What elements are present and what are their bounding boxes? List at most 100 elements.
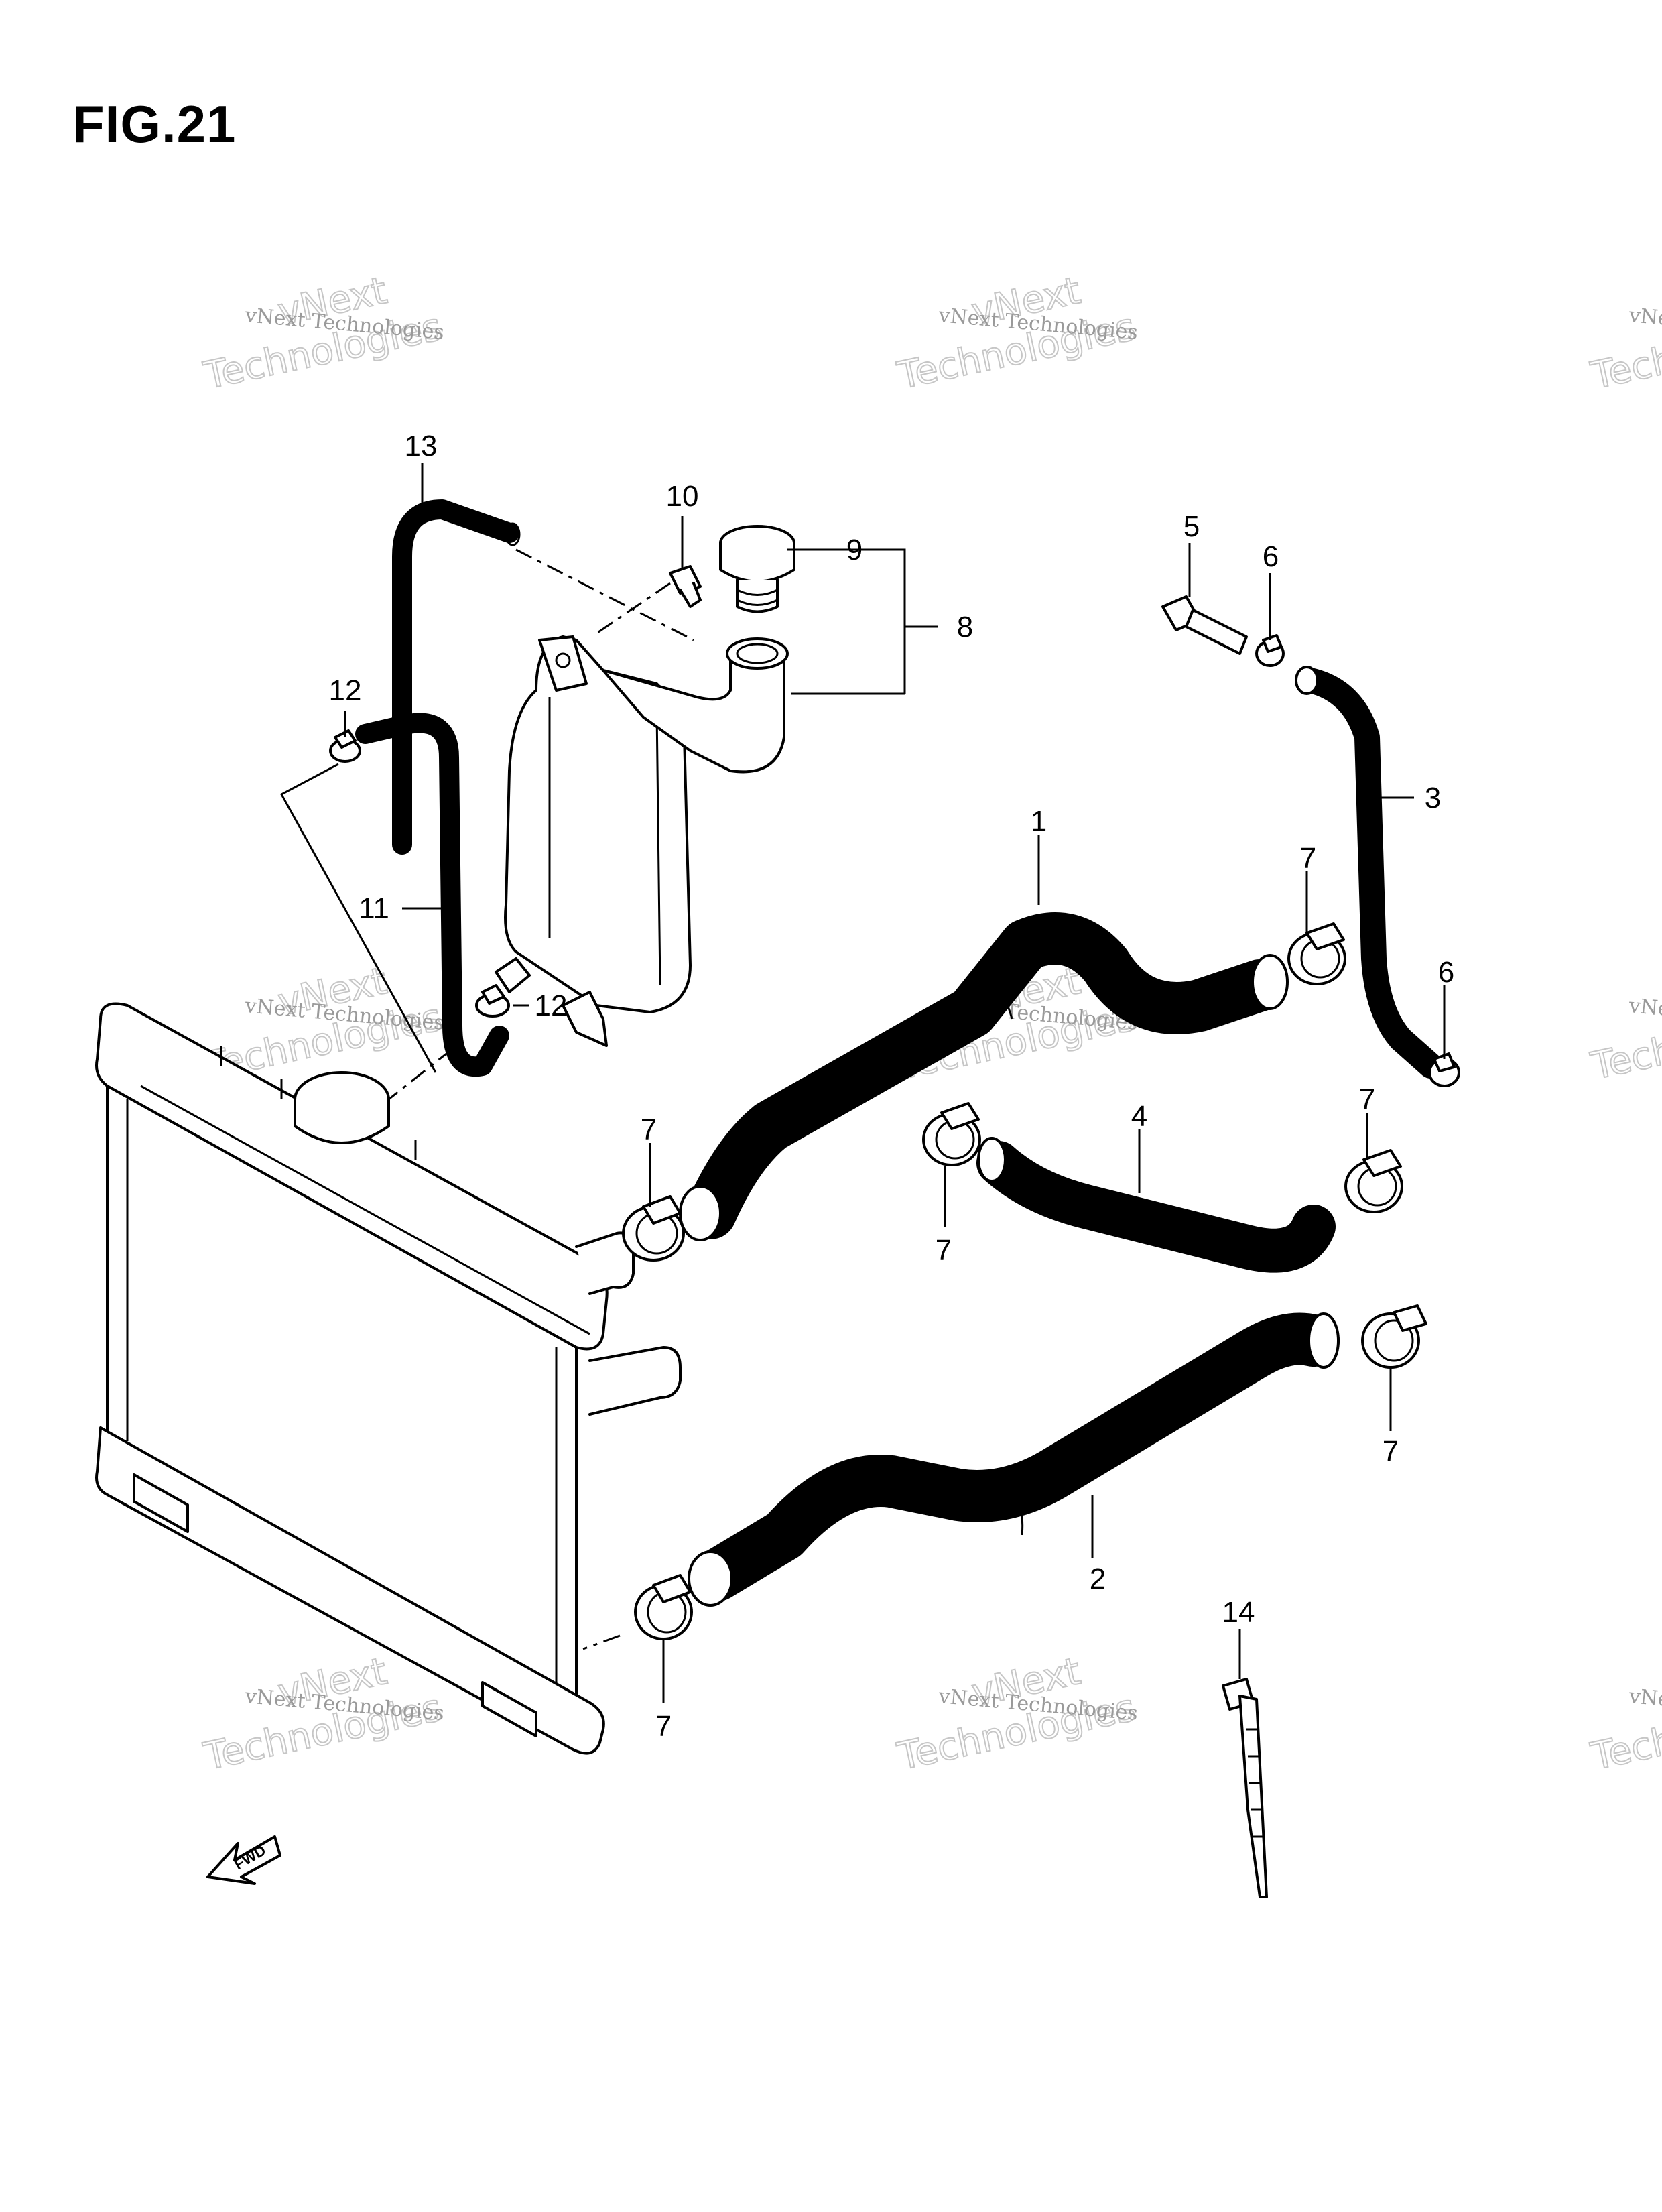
reservoir-neck [602, 652, 785, 774]
assembly-line-13 [515, 548, 694, 641]
hose-4-end [977, 1137, 1007, 1182]
reservoir-bottom-tab [562, 991, 608, 1047]
watermark-3: Technologies vNext Technologies [1586, 304, 1662, 399]
reservoir-cap-threads [737, 589, 778, 606]
clamp-7-c [922, 1102, 981, 1166]
callout-12-lower: 12 [535, 989, 568, 1022]
callout-14: 14 [1222, 1596, 1255, 1629]
callout-6-lower: 6 [1438, 956, 1454, 989]
callout-7-e: 7 [1383, 1435, 1399, 1468]
hose-13-end [505, 522, 521, 546]
bolt-10 [669, 565, 702, 608]
callout-4: 4 [1131, 1100, 1147, 1133]
hose-3-end [1295, 666, 1319, 695]
radiator-cap-skirt [294, 1098, 390, 1144]
clamp-7-f [634, 1574, 693, 1640]
reservoir-filler-inner [736, 643, 779, 664]
cable-tie-14 [1222, 1678, 1268, 1898]
clamp-7-b [1287, 922, 1346, 985]
clamp-screw-housing [642, 1195, 682, 1225]
clamp-7-a [622, 1195, 685, 1262]
reservoir-cap [719, 525, 795, 613]
fwd-arrow-shape [206, 1835, 281, 1885]
leader-8-9 [787, 548, 938, 695]
assembly-lines [388, 548, 694, 1650]
watermark-9: Technologies vNext Technologies [1586, 1684, 1662, 1780]
callout-8: 8 [957, 611, 973, 643]
leader-12-v [279, 763, 437, 1073]
callout-labels: 13 10 9 8 5 6 3 6 1 7 12 11 12 7 7 4 7 7… [329, 430, 1455, 1743]
fitting-5 [1161, 595, 1248, 655]
hose-11 [355, 713, 509, 1077]
radiator-mount-right [481, 1681, 537, 1737]
hose-1 [679, 912, 1289, 1241]
clamp-tab [481, 984, 505, 1005]
hose-2-seam [1004, 1474, 1024, 1536]
watermark-text: vNext Technologies [1627, 1684, 1662, 1725]
clamp-screw-housing [940, 1102, 980, 1130]
radiator [95, 1002, 682, 1755]
hose-2-end-left [688, 1550, 733, 1607]
hose-2-fill [694, 1315, 1337, 1599]
callout-10: 10 [666, 480, 699, 513]
reservoir-body-edges [548, 697, 661, 986]
callout-11: 11 [359, 892, 389, 925]
radiator-bottom-tank [95, 1426, 605, 1755]
bolt-shank [679, 582, 702, 608]
reservoir-mount-hole [555, 652, 571, 668]
hose-4-fill [979, 1144, 1333, 1270]
clamp-7-d [1344, 1149, 1403, 1213]
figure-title: FIG.21 [72, 95, 237, 153]
callout-7-f: 7 [655, 1710, 672, 1743]
clamp-7-e [1361, 1304, 1427, 1369]
callout-12-upper: 12 [329, 674, 362, 707]
hose-3 [1295, 666, 1444, 1079]
reservoir-filler-opening [726, 637, 789, 670]
assembly-line-11 [388, 1048, 453, 1101]
clamp-screw-housing [1393, 1304, 1427, 1332]
callout-5: 5 [1184, 510, 1200, 543]
radiator-lower-outlet [588, 1346, 682, 1416]
hose-1-end-right [1251, 954, 1289, 1010]
callout-6-upper: 6 [1263, 540, 1279, 573]
hose-1-fill [687, 915, 1283, 1237]
watermark-7: Technologies vNext vNext Technologies [199, 1649, 446, 1780]
callout-2: 2 [1090, 1562, 1106, 1595]
radiator-mount-left [133, 1473, 189, 1533]
reservoir-outlet-nipple [495, 957, 531, 993]
fitting-5-body [1185, 609, 1248, 655]
cable-tie-strap [1238, 1695, 1268, 1898]
hose-11-fill [358, 715, 507, 1074]
clamp-tab [334, 729, 357, 749]
radiator-top-tank [95, 1002, 609, 1351]
watermark-1: Technologies vNext vNext Technologies [199, 268, 446, 399]
callout-7-d: 7 [1359, 1083, 1375, 1116]
hose-2 [688, 1312, 1340, 1607]
hose-4 [976, 1137, 1336, 1273]
callout-9: 9 [846, 534, 862, 566]
clamp-6-lower [1428, 1052, 1460, 1087]
clamp-12-lower [475, 984, 510, 1018]
hose-13 [392, 499, 521, 855]
callout-3: 3 [1425, 782, 1441, 814]
hose-13-fill [395, 502, 517, 852]
callout-7-b: 7 [1300, 842, 1316, 875]
clamp-screw-housing [652, 1574, 692, 1603]
clamp-screw-housing [1305, 922, 1345, 950]
assembly-line-10 [596, 582, 671, 635]
cable-tie-teeth [1246, 1728, 1264, 1838]
radiator-core-edges [126, 1099, 558, 1689]
clamp-12-upper [329, 729, 361, 763]
clamp-band-inner [1374, 1319, 1414, 1362]
radiator-tank-details [220, 1046, 417, 1160]
fwd-arrow: FWD [206, 1835, 281, 1885]
watermark-text: vNext Technologies [1627, 304, 1662, 345]
leader-lines [279, 463, 1446, 1703]
callout-13: 13 [405, 430, 438, 463]
watermark-text: vNext Technologies [1627, 994, 1662, 1035]
watermark-6: Technologies vNext Technologies [1586, 994, 1662, 1089]
watermark-8: Technologies vNext vNext Technologies [893, 1649, 1139, 1780]
clamp-6-upper [1255, 634, 1285, 667]
callout-7-c: 7 [936, 1234, 952, 1267]
